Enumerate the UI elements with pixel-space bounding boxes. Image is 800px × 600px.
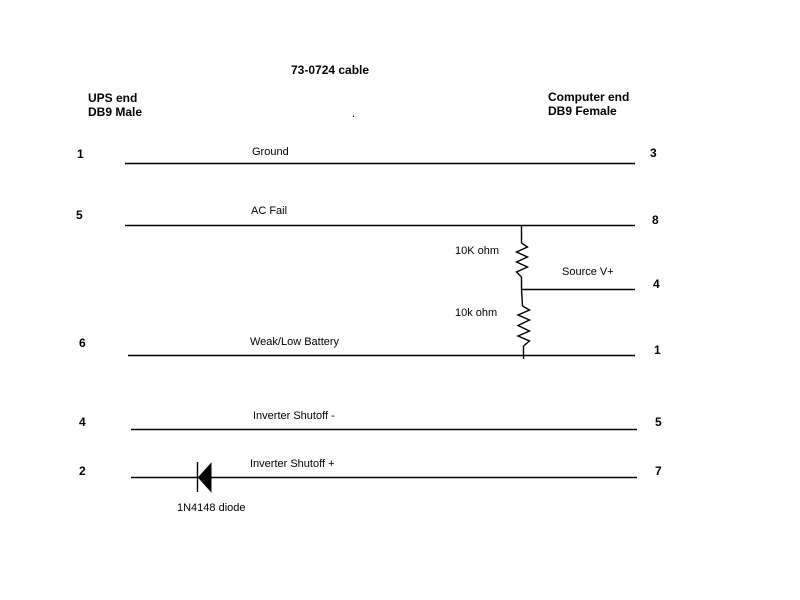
resistor-upper-symbol — [514, 242, 530, 278]
computer-end-label: Computer end — [548, 90, 630, 104]
source-v-label: Source V+ — [562, 266, 614, 278]
computer-pin-weak-low-battery: 1 — [654, 343, 661, 357]
resistor-lower-symbol — [516, 305, 532, 347]
computer-pin-ground: 3 — [650, 146, 657, 160]
resistor-upper-label: 10K ohm — [455, 245, 500, 257]
stray-period-mark: . — [352, 108, 356, 120]
inverter-shutoff-minus-label: Inverter Shutoff - — [253, 410, 335, 422]
diagram-title: 73-0724 cable — [291, 63, 370, 77]
ac-fail-label: AC Fail — [251, 205, 288, 217]
computer-pin-source-v: 4 — [653, 277, 660, 291]
computer-pin-ac-fail: 8 — [652, 213, 659, 227]
db9-female-label: DB9 Female — [548, 104, 617, 118]
ups-pin-ac-fail: 5 — [76, 208, 83, 222]
computer-connector-label: Computer end DB9 Female — [548, 90, 629, 118]
ups-pin-inverter-shutoff-minus: 4 — [79, 415, 86, 429]
ups-pin-ground: 1 — [77, 147, 84, 161]
diode-triangle — [197, 462, 212, 493]
computer-pin-inverter-shutoff-plus: 7 — [655, 464, 662, 478]
computer-pin-inverter-shutoff-minus: 5 — [655, 415, 662, 429]
ground-label: Ground — [252, 146, 289, 158]
db9-male-label: DB9 Male — [88, 105, 143, 119]
inverter-shutoff-plus-label: Inverter Shutoff + — [250, 458, 335, 470]
weak-low-battery-label: Weak/Low Battery — [250, 336, 340, 348]
resistor-lower-label: 10k ohm — [455, 307, 498, 319]
ups-pin-weak-low-battery: 6 — [79, 336, 86, 350]
resistor-branch-lower-lead — [520, 289, 524, 307]
diode-label: 1N4148 diode — [177, 502, 246, 514]
ups-connector-label: UPS end DB9 Male — [88, 91, 142, 119]
ups-pin-inverter-shutoff-plus: 2 — [79, 464, 86, 478]
ups-end-label: UPS end — [88, 91, 138, 105]
